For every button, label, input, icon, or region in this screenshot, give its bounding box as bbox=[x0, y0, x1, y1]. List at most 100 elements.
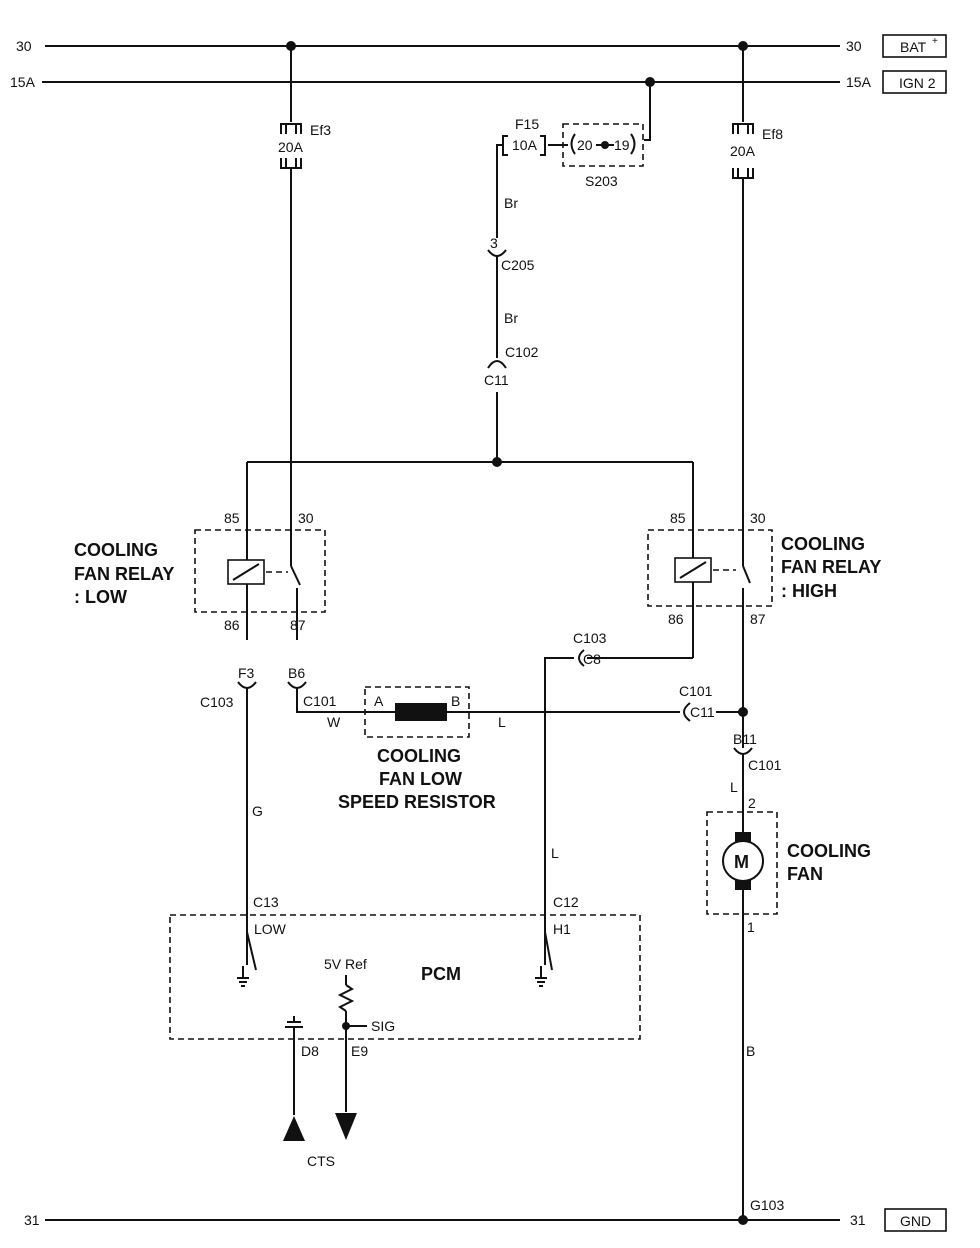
pcm-housing bbox=[169, 914, 641, 1040]
ef3-rating: 20A bbox=[278, 139, 304, 155]
motor-symbol: M bbox=[734, 852, 749, 872]
pcm-pin-e9: E9 bbox=[351, 1043, 368, 1059]
fan-housing bbox=[706, 811, 778, 915]
low-86-circuit: F3 C103 G bbox=[200, 665, 263, 965]
bat-terminal-label: BAT bbox=[900, 39, 927, 55]
fan-conn-pin: B11 bbox=[733, 731, 757, 747]
low-87-conn: C101 bbox=[303, 693, 337, 709]
gnd-rail-left-label: 31 bbox=[24, 1212, 40, 1228]
relay-low-housing bbox=[194, 529, 326, 613]
ign-terminal-label: IGN 2 bbox=[899, 75, 936, 91]
relay-high-housing bbox=[647, 529, 773, 607]
ground-label: G103 bbox=[750, 1197, 784, 1213]
s203-label: S203 bbox=[585, 173, 618, 189]
c102-label: C102 bbox=[505, 344, 539, 360]
pcm-title: PCM bbox=[421, 964, 461, 984]
cooling-fan: B11 C101 L 2 M 1 B G103 COOLING FAN bbox=[706, 712, 871, 1225]
ignition-rail: 15A 15A IGN 2 bbox=[10, 70, 947, 94]
low-87-circuit: B6 C101 W A B L COOLING FAN LOW SPEED RE… bbox=[287, 665, 748, 812]
resistor-housing bbox=[364, 686, 470, 738]
wire-color-br-lower: Br bbox=[504, 310, 518, 326]
pcm-pin-d8: D8 bbox=[301, 1043, 319, 1059]
ef3-name: Ef3 bbox=[310, 122, 331, 138]
fan-pin-top: 2 bbox=[748, 795, 756, 811]
relay-high-pin-30: 30 bbox=[750, 510, 766, 526]
ign-rail-left-label: 15A bbox=[10, 74, 36, 90]
wire-color-l-fan: L bbox=[730, 779, 738, 795]
relay-low-pin-86: 86 bbox=[224, 617, 240, 633]
f15-branch: 20 19 S203 F15 10A Br 3 C205 Br C102 C11 bbox=[247, 77, 693, 467]
relay-high-title-1: COOLING bbox=[781, 534, 865, 554]
ign-terminal-box bbox=[882, 70, 947, 94]
pcm-low-label: LOW bbox=[254, 921, 287, 937]
relay-low-pin-85: 85 bbox=[224, 510, 240, 526]
gnd-terminal-label: GND bbox=[900, 1213, 931, 1229]
gnd-terminal-box bbox=[884, 1208, 947, 1232]
relay-high-pin-87: 87 bbox=[750, 611, 766, 627]
high-87-conn-pin: C11 bbox=[690, 704, 715, 720]
wire-color-l-resistor: L bbox=[498, 714, 506, 730]
pcm-high-conn: C12 bbox=[553, 894, 579, 910]
resistor-title-3: SPEED RESISTOR bbox=[338, 792, 496, 812]
s203-pin-a: 20 bbox=[577, 137, 593, 153]
ef8-rating: 20A bbox=[730, 143, 756, 159]
c102-pin: C11 bbox=[484, 372, 509, 388]
pull-up-resistor bbox=[337, 984, 355, 1012]
pcm-low-conn: C13 bbox=[253, 894, 279, 910]
resistor-title-1: COOLING bbox=[377, 746, 461, 766]
pcm: PCM C13 LOW C12 H1 5V Ref SIG E9 D8 bbox=[169, 894, 641, 1115]
battery-rail: 30 30 BAT + bbox=[16, 34, 947, 58]
pcm-5v-ref: 5V Ref bbox=[324, 956, 367, 972]
relay-high-pin-86: 86 bbox=[668, 611, 684, 627]
cts-ground-triangle bbox=[283, 1116, 305, 1141]
low-86-conn-pin: F3 bbox=[238, 665, 255, 681]
high-86-conn-pin: C8 bbox=[583, 651, 601, 667]
bat-rail-left-label: 30 bbox=[16, 38, 32, 54]
relay-high-pin-85: 85 bbox=[670, 510, 686, 526]
low-87-conn-pin: B6 bbox=[288, 665, 305, 681]
relay-high: 85 30 86 87 COOLING FAN RELAY : HIGH bbox=[647, 462, 881, 712]
s203-pin-b: 19 bbox=[614, 137, 630, 153]
cts-signal-triangle bbox=[335, 1113, 357, 1140]
c205-pin: 3 bbox=[490, 235, 498, 251]
relay-low-title-3: : LOW bbox=[74, 587, 127, 607]
low-86-conn: C103 bbox=[200, 694, 234, 710]
fan-conn: C101 bbox=[748, 757, 782, 773]
relay-high-title-2: FAN RELAY bbox=[781, 557, 881, 577]
relay-low: 85 30 86 87 COOLING FAN RELAY : LOW bbox=[74, 462, 326, 640]
bat-terminal-box bbox=[882, 34, 947, 58]
relay-low-title-1: COOLING bbox=[74, 540, 158, 560]
motor-icon bbox=[722, 840, 764, 882]
wire-color-g: G bbox=[252, 803, 263, 819]
cts-label: CTS bbox=[307, 1153, 335, 1169]
fan-title-1: COOLING bbox=[787, 841, 871, 861]
ign-rail-right-label: 15A bbox=[846, 74, 872, 90]
high-86-conn: C103 bbox=[573, 630, 607, 646]
splice-dot bbox=[601, 141, 609, 149]
resistor-pin-a: A bbox=[374, 693, 384, 709]
low-speed-resistor-body bbox=[395, 703, 447, 721]
wire-color-b: B bbox=[746, 1043, 755, 1059]
motor-brush-top bbox=[735, 832, 751, 842]
gnd-rail-right-label: 31 bbox=[850, 1212, 866, 1228]
bat-rail-right-label: 30 bbox=[846, 38, 862, 54]
ef8-name: Ef8 bbox=[762, 126, 783, 142]
resistor-title-2: FAN LOW bbox=[379, 769, 462, 789]
fuse-ef3: Ef3 20A bbox=[278, 41, 331, 566]
plus-sign: + bbox=[932, 36, 938, 47]
resistor-pin-b: B bbox=[451, 693, 460, 709]
f15-name: F15 bbox=[515, 116, 539, 132]
motor-brush-bottom bbox=[735, 880, 751, 890]
fan-title-2: FAN bbox=[787, 864, 823, 884]
fan-pin-bottom: 1 bbox=[747, 919, 755, 935]
wire-color-l-pcm: L bbox=[551, 845, 559, 861]
relay-high-title-3: : HIGH bbox=[781, 581, 837, 601]
c205-label: C205 bbox=[501, 257, 535, 273]
ground-splice-dot bbox=[738, 1215, 748, 1225]
relay-low-pin-30: 30 bbox=[298, 510, 314, 526]
cts-sensor: CTS bbox=[283, 1113, 357, 1169]
f15-rating: 10A bbox=[512, 137, 538, 153]
wire-color-br-upper: Br bbox=[504, 195, 518, 211]
high-87-conn: C101 bbox=[679, 683, 713, 699]
